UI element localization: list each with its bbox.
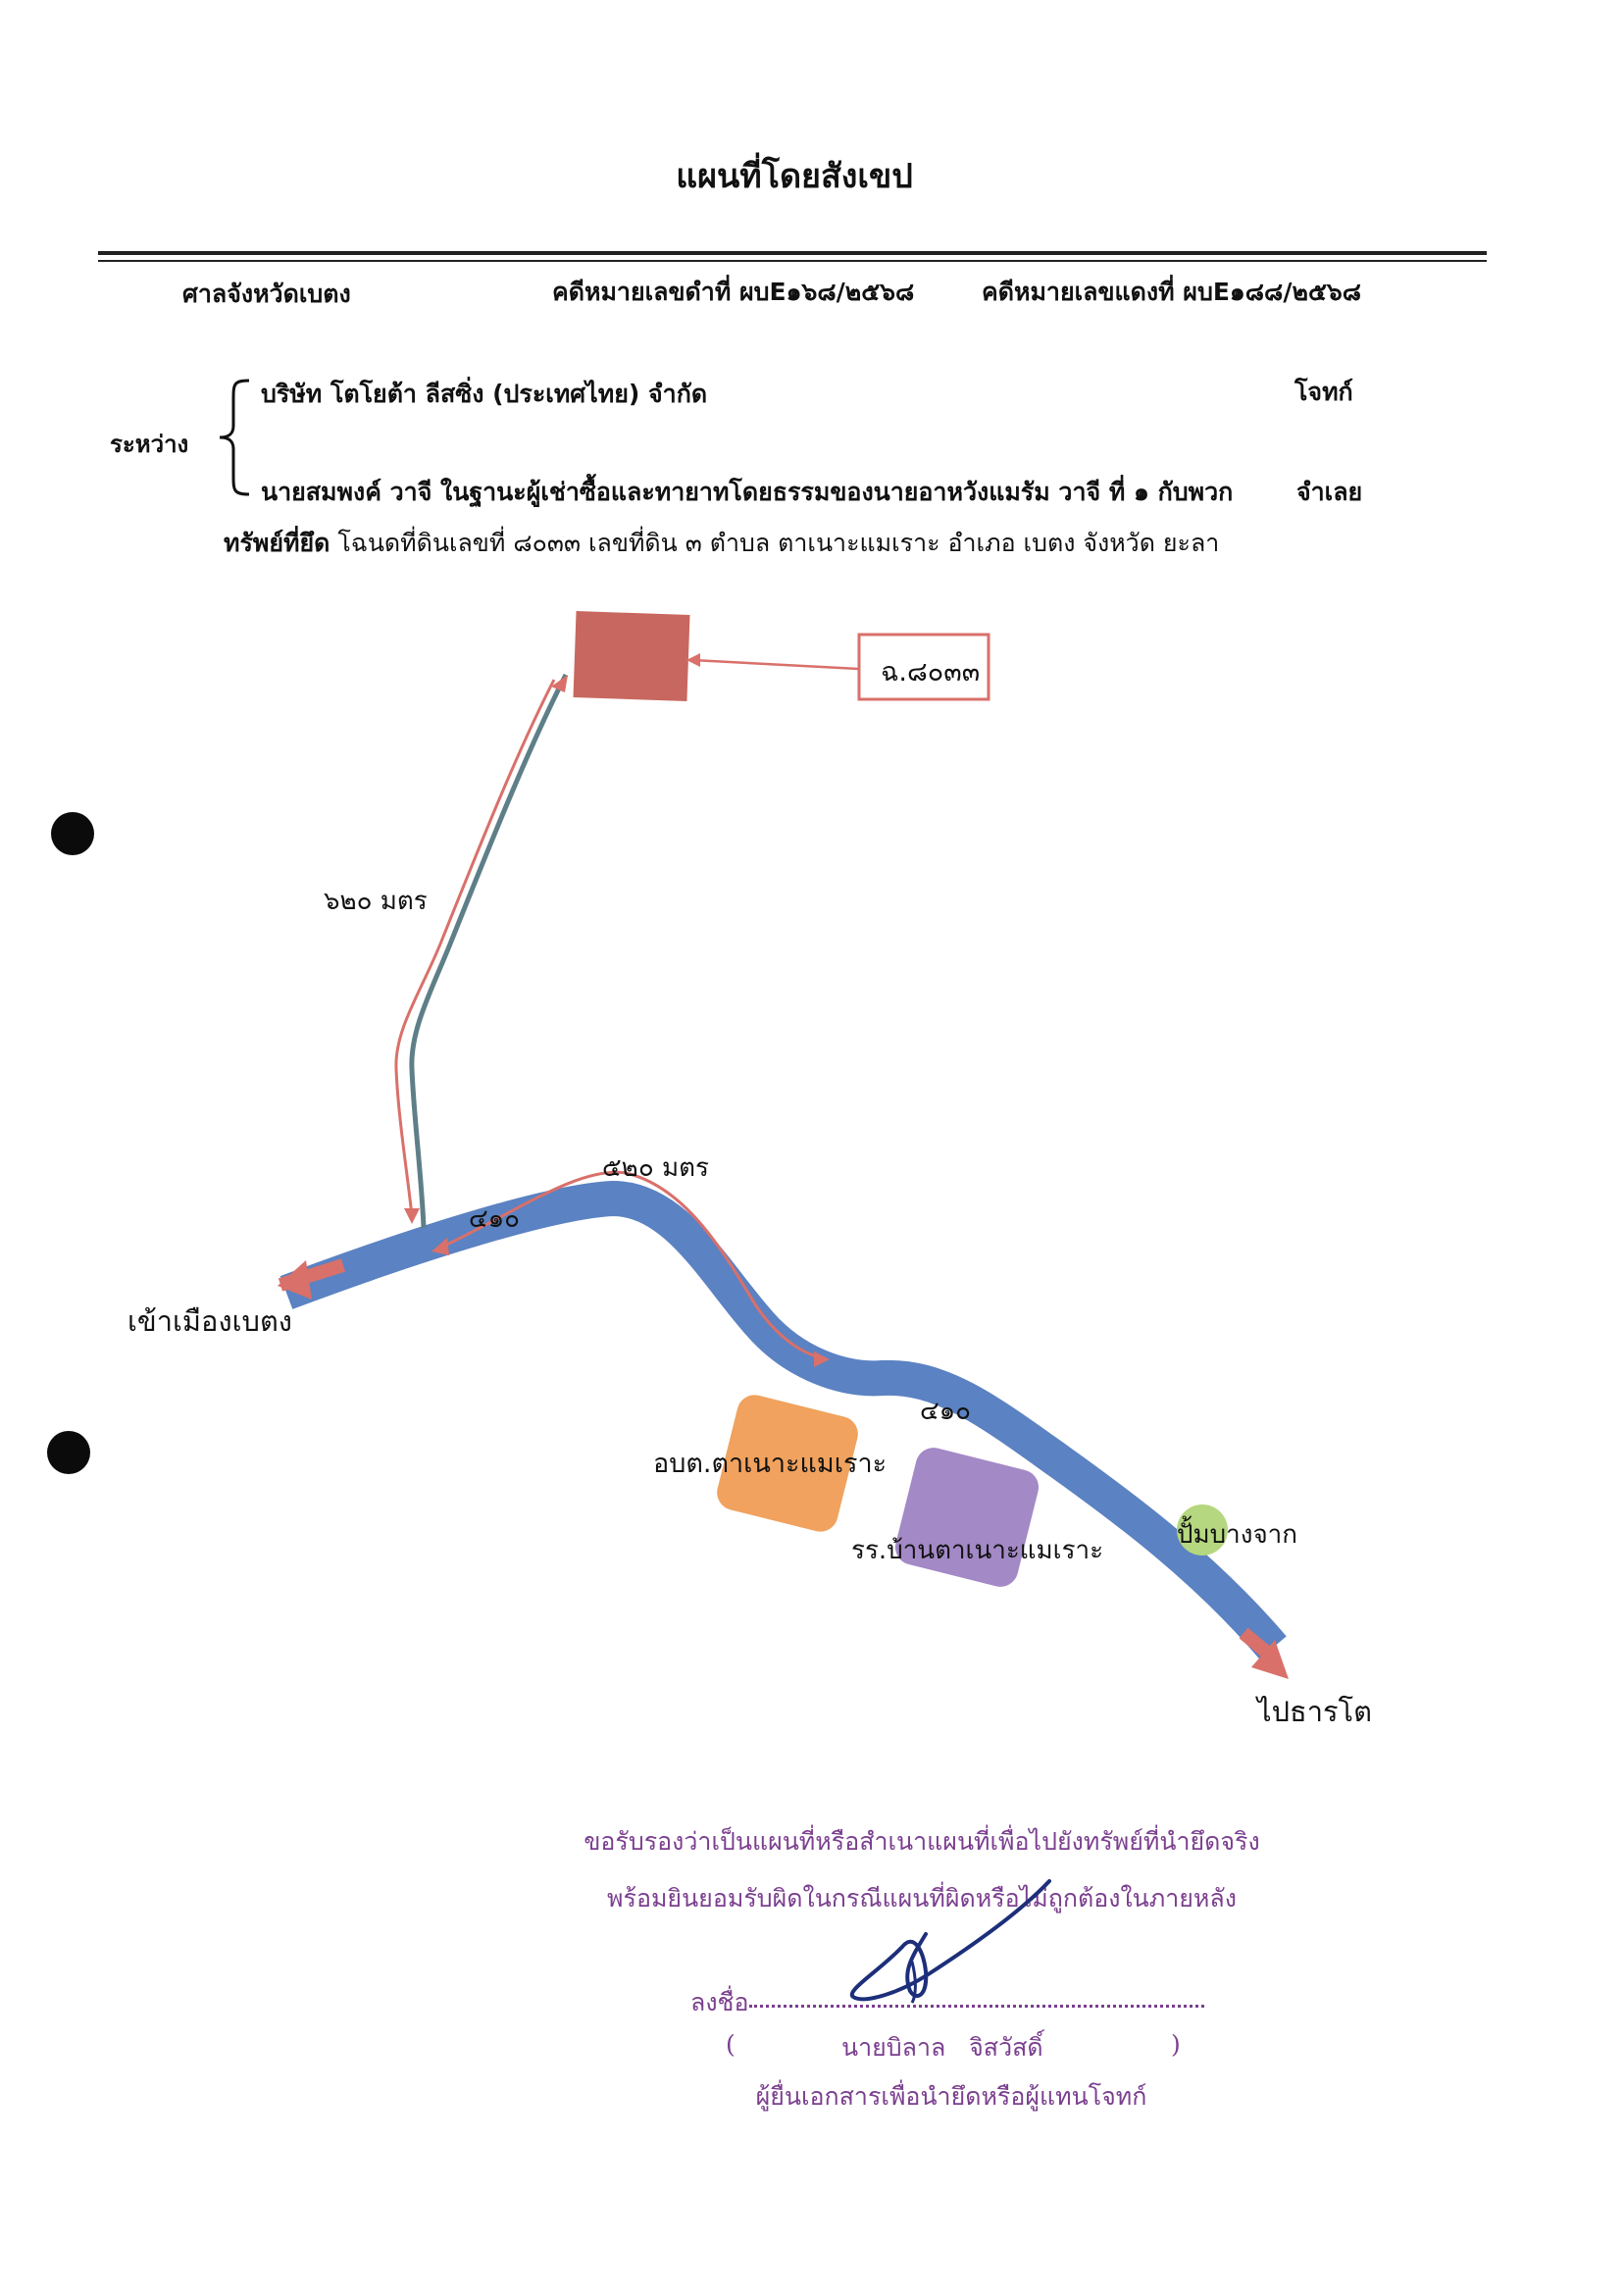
access-path [409, 673, 569, 1229]
gas-station-label: ปั้มบางจาก [1177, 1520, 1298, 1550]
court-name: ศาลจังหวัดเบตง [182, 280, 351, 308]
signer-role: ผู้ยื่นเอกสารเพื่อนำยึดหรือผู้แทนโจทก์ [755, 2082, 1147, 2111]
road-number-label-east: ๔๑๐ [920, 1397, 972, 1426]
signature-line [749, 2005, 1204, 2008]
parcel-pointer-arrowhead [686, 653, 700, 667]
tao-office-marker [717, 1395, 858, 1532]
seized-property-label: ทรัพย์ที่ยึด [224, 529, 330, 557]
red-case-number: คดีหมายเลขแดงที่ ผบE๑๘๘/๒๕๖๘ [982, 278, 1362, 306]
route-arrowhead-left [431, 1238, 449, 1255]
route-arrowhead-bottom [404, 1208, 420, 1224]
seized-property: ทรัพย์ที่ยึด โฉนดที่ดินเลขที่ ๘๐๓๓ เลขที… [224, 524, 1219, 563]
punch-hole-bottom [47, 1431, 90, 1474]
distance-label-620: ๖๒๐ มตร [324, 887, 428, 916]
signature-label: ลงชื่อ [690, 1988, 749, 2016]
route-arrow-620m [394, 679, 556, 1217]
page-title: แผนที่โดยสังเขป [676, 157, 913, 196]
seized-property-description: โฉนดที่ดินเลขที่ ๘๐๓๓ เลขที่ดิน ๓ ตำบล ต… [337, 529, 1220, 557]
name-close-paren: ) [1171, 2030, 1181, 2059]
tao-office-label: อบต.ตาเนาะแมเราะ [653, 1449, 888, 1479]
school-label: รร.บ้านตาเนาะแมเราะ [851, 1536, 1104, 1565]
to-tharato-label: ไปธารโต [1257, 1695, 1372, 1728]
gas-station-marker [1177, 1504, 1228, 1556]
to-town-label: เข้าเมืองเบตง [127, 1304, 292, 1338]
punch-hole-top [51, 812, 94, 855]
route-arrow-520m [435, 1170, 825, 1360]
parcel-label-box [857, 633, 990, 701]
parcel-label: ฉ.๘๐๓๓ [881, 657, 981, 688]
black-case-number: คดีหมายเลขดำที่ ผบE๑๖๘/๒๕๖๘ [552, 278, 915, 306]
distance-label-520: ๕๒๐ มตร [602, 1153, 709, 1183]
route-arrowhead-right [814, 1352, 830, 1367]
school-marker [894, 1448, 1040, 1587]
plaintiff-name: บริษัท โตโยต้า ลีสซิ่ง (ประเทศไทย) จำกัด [261, 380, 708, 408]
defendant-name: นายสมพงค์ วาจี ในฐานะผู้เช่าซื้อและทายาท… [261, 478, 1234, 506]
signer-name: นายบิลาล จิสวัสดิ์ [841, 2033, 1043, 2062]
parcel-pointer-line [691, 658, 860, 671]
to-town-arrowhead [278, 1260, 312, 1300]
land-parcel [573, 611, 690, 701]
defendant-role: จำเลย [1296, 478, 1363, 506]
to-tharato-arrowhead [1251, 1640, 1289, 1679]
plaintiff-role: โจทก์ [1294, 378, 1353, 406]
name-open-paren: ( [726, 2030, 736, 2059]
header-divider [98, 251, 1487, 255]
road-number-label-west: ๔๑๐ [469, 1204, 521, 1234]
route-arrowhead-top [551, 675, 568, 692]
between-label: ระหว่าง [110, 430, 189, 458]
party-brace [219, 379, 250, 496]
certification-line-2: พร้อมยินยอมรับผิดในกรณีแผนที่ผิดหรือไม่ถ… [607, 1884, 1237, 1912]
certification-line-1: ขอรับรองว่าเป็นแผนที่หรือสำเนาแผนที่เพื่… [584, 1827, 1260, 1856]
header-divider-thin [98, 260, 1487, 262]
